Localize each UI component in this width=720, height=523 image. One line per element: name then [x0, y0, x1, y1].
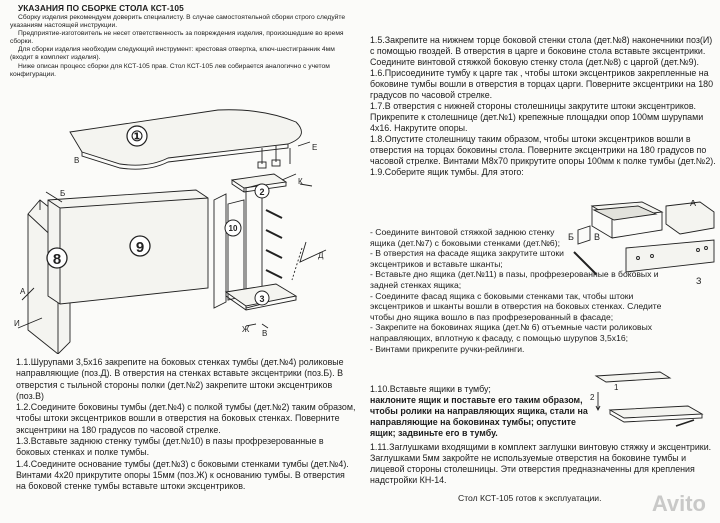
step-item: 1.7.В отверстия с нижней стороны столешн… — [370, 101, 704, 133]
label-b-drawer: Б — [568, 232, 574, 242]
step-item: 1.4.Соедините основание тумбы (дет.№3) с… — [16, 458, 349, 492]
final-note: Стол КСТ-105 готов к эксплуатации. — [458, 493, 602, 503]
steps-right-top: 1.5.Закрепите на нижнем торце боковой ст… — [370, 35, 716, 178]
label-a: А — [20, 287, 26, 296]
label-z-drawer: З — [696, 276, 701, 286]
part-number-3: 3 — [259, 294, 264, 304]
label-i: И — [14, 319, 20, 328]
intro-paragraph: Ниже описан процесс сборки для КСТ-105 п… — [10, 62, 330, 78]
cabinet-back-10 — [227, 199, 245, 301]
drawer-insert-diagram: 1 2 — [590, 371, 704, 427]
tabletop-part-1 — [69, 109, 302, 166]
drawer-step: - Соедините фасад ящика с боковыми стенк… — [370, 290, 662, 322]
label-k: К — [298, 177, 303, 186]
part-number-10: 10 — [229, 224, 238, 233]
step-item: 1.2.Соедините боковины тумбы (дет.№4) с … — [16, 402, 356, 435]
label-zh: Ж — [242, 325, 250, 334]
right-column: 1.5.Закрепите на нижнем торце боковой ст… — [362, 0, 720, 523]
table-assembly-diagram: ① 2 10 8 9 3 В Е К Б Д А И Ж В — [14, 109, 327, 354]
label-v2: В — [262, 329, 267, 338]
label-v: В — [74, 156, 79, 165]
step-item: 1.3.Вставьте заднюю стенку тумбы (дет.№1… — [16, 436, 324, 458]
step-1-10: 1.10.Вставьте ящики в тумбу; наклоните я… — [370, 384, 590, 439]
step-item: 1.1.Шурупами 3,5х16 закрепите на боковых… — [16, 357, 344, 401]
cabinet-side-4 — [213, 193, 227, 309]
part-number-2: 2 — [259, 187, 264, 197]
label-arrow-2: 2 — [590, 393, 595, 402]
label-a-drawer: А — [690, 200, 696, 208]
label-e: Е — [312, 143, 317, 152]
step-item: 1.9.Соберите ящик тумбы. Для этого: — [370, 167, 524, 177]
watermark-logo: Avito — [651, 491, 706, 516]
drawer-step: - Закрепите на боковинах ящика (дет.№ 6)… — [370, 322, 653, 343]
drawer-step: - Вставьте дно ящика (дет.№11) в пазы, п… — [370, 269, 659, 290]
step-item: 1.6.Присоедините тумбу к царге так , что… — [370, 68, 714, 100]
step-item: 1.5.Закрепите на нижнем торце боковой ст… — [370, 35, 713, 67]
drawer-step: - Винтами прикрепите ручки-рейлинги. — [370, 343, 525, 354]
intro-paragraph: Для сборки изделия необходим следующий и… — [10, 46, 335, 62]
step-emphasis: наклоните ящик и поставьте его таким обр… — [370, 395, 588, 438]
part-number-1: ① — [131, 128, 144, 144]
rail-panel-9 — [47, 189, 209, 305]
step-item: 1.11.Заглушками входящими в комплект заг… — [370, 442, 712, 485]
intro-text: Сборку изделия рекомендуем доверить спец… — [10, 14, 355, 79]
part-number-9: 9 — [136, 239, 144, 256]
steps-left: 1.1.Шурупами 3,5х16 закрепите на боковых… — [16, 357, 356, 493]
drawer-assembly-diagram: А Б В З — [568, 200, 715, 286]
left-column: УКАЗАНИЯ ПО СБОРКЕ СТОЛА КСТ-105 Сборку … — [10, 3, 356, 493]
label-d: Д — [318, 251, 324, 260]
step-1-11: 1.11.Заглушками входящими в комплект заг… — [370, 442, 716, 486]
label-b: Б — [60, 189, 65, 198]
drawer-steps: - Соедините винтовой стяжкой заднюю стен… — [370, 227, 661, 354]
step-item: 1.10.Вставьте ящики в тумбу; — [370, 384, 491, 394]
part-number-8: 8 — [53, 251, 61, 268]
intro-paragraph: Сборку изделия рекомендуем доверить спец… — [10, 14, 346, 30]
drawer-step: - В отверстия на фасаде ящика закрутите … — [370, 248, 564, 269]
step-item: 1.8.Опустите столешницу таким образом, ч… — [370, 134, 716, 166]
instruction-title: УКАЗАНИЯ ПО СБОРКЕ СТОЛА КСТ-105 — [18, 3, 184, 13]
intro-paragraph: Предприятие-изготовитель не несет ответс… — [10, 30, 344, 46]
label-v-drawer: В — [594, 232, 600, 242]
drawer-step: - Соедините винтовой стяжкой заднюю стен… — [370, 227, 560, 248]
label-arrow-1: 1 — [614, 383, 619, 392]
